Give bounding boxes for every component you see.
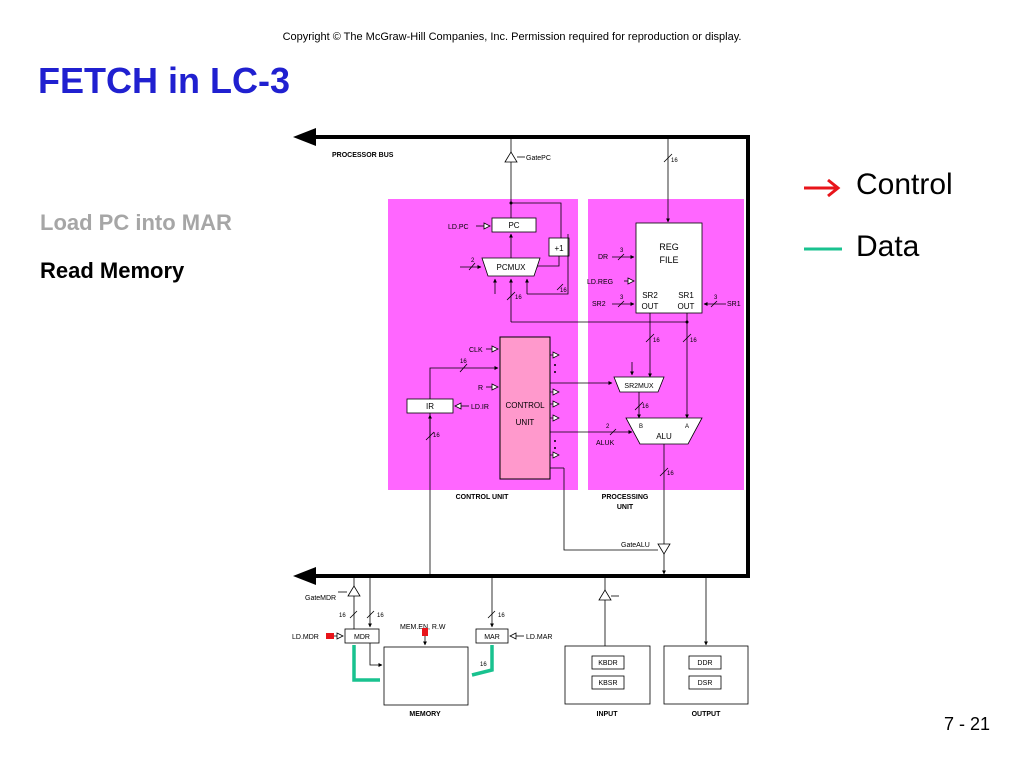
aluk-label: ALUK <box>596 440 615 447</box>
ir-label: IR <box>426 402 434 411</box>
memory-label: MEMORY <box>409 711 441 718</box>
instruction-register: IR LD.IR 16 <box>406 398 489 574</box>
gate-pc: GatePC <box>504 139 551 218</box>
ir-in-width: 16 <box>433 433 440 439</box>
ld-pc-label: LD.PC <box>448 224 469 231</box>
mdr-register: GateMDR 16 16 MDR LD.MDR <box>292 578 384 667</box>
mar-to-mem-width: 16 <box>480 662 487 668</box>
sr2mux-out-width: 16 <box>642 404 649 410</box>
regfile-label-1: REG <box>659 242 679 252</box>
pc-loop-width: 16 <box>560 288 567 294</box>
gate-mdr-label: GateMDR <box>305 595 336 602</box>
legend-control: Control <box>800 168 980 208</box>
processor-bus: PROCESSOR BUS <box>293 128 750 585</box>
legend-data: Data <box>800 230 980 270</box>
ld-mdr-label: LD.MDR <box>292 634 319 641</box>
pcmux: PCMUX 2 16 16 <box>460 233 569 322</box>
slide-title: FETCH in LC-3 <box>38 60 290 101</box>
clk-label: CLK <box>469 347 483 354</box>
mar-label: MAR <box>484 634 500 641</box>
gate-alu: GateALU <box>563 468 671 575</box>
register-file: REG FILE SR2 OUT SR1 OUT 3 DR LD.REG 3 S… <box>587 222 741 314</box>
mdr-in-width: 16 <box>377 613 384 619</box>
sr2mux-label: SR2MUX <box>624 383 654 390</box>
sr1-out-width: 16 <box>690 338 697 344</box>
input-label: INPUT <box>597 711 619 718</box>
legend-control-label: Control <box>856 168 953 201</box>
plus-one-label: +1 <box>554 244 564 253</box>
alu-label: ALU <box>656 432 672 441</box>
mar-register: 16 MAR LD.MAR <box>475 578 552 644</box>
bus-regfile-width: 16 <box>671 158 678 164</box>
mdr-label: MDR <box>354 634 370 641</box>
pcmux-in-width: 16 <box>515 295 522 301</box>
pc-register: PC LD.PC <box>448 217 537 233</box>
pc-incrementer: +1 <box>509 201 570 268</box>
gate-pc-label: GatePC <box>526 155 551 162</box>
processing-unit-label-2: UNIT <box>617 504 634 511</box>
regfile-output-wires: 16 16 <box>645 313 697 419</box>
output-device: DDR DSR OUTPUT <box>663 578 749 718</box>
sr1-label: SR1 <box>727 301 741 308</box>
sr2-out-width: 16 <box>653 338 660 344</box>
sr2-label: SR2 <box>592 301 606 308</box>
sr1-width: 3 <box>714 295 718 301</box>
control-unit-block: CONTROL UNIT CLK 16 R <box>429 336 613 480</box>
sr1-out-label-1: SR1 <box>678 291 694 300</box>
green-line-icon <box>804 247 842 251</box>
legend-data-label: Data <box>856 230 920 263</box>
sr1-out-label-2: OUT <box>678 302 695 311</box>
ld-ir-label: LD.IR <box>471 404 489 411</box>
memory-block: MEMORY MEM.EN, R.W 16 <box>383 624 487 718</box>
control-unit-label: CONTROL UNIT <box>456 494 509 501</box>
step-load-pc-into-mar: Load PC into MAR <box>40 210 232 235</box>
pc-label: PC <box>508 221 519 230</box>
ld-mar-label: LD.MAR <box>526 634 552 641</box>
memory-to-mdr-data-highlight <box>352 645 380 682</box>
mar-to-memory-data-highlight <box>471 645 494 677</box>
processor-bus-label: PROCESSOR BUS <box>332 152 394 159</box>
mem-en-rw-label: MEM.EN, R.W <box>400 624 446 631</box>
output-label: OUTPUT <box>692 711 722 718</box>
control-unit-box-label-2: UNIT <box>516 418 535 427</box>
alu-in-b-label: B <box>639 424 643 430</box>
mem-en-rw-control-highlight <box>422 628 428 636</box>
aluk-width: 2 <box>606 424 610 430</box>
kbdr-label: KBDR <box>598 660 617 667</box>
r-label: R <box>478 385 483 392</box>
regfile-label-2: FILE <box>659 255 678 265</box>
pcmux-select-width: 2 <box>471 258 475 264</box>
kbsr-label: KBSR <box>598 680 617 687</box>
gate-alu-label: GateALU <box>621 542 650 549</box>
mdr-out-width: 16 <box>339 613 346 619</box>
step-read-memory: Read Memory <box>40 258 185 283</box>
alu-out-width: 16 <box>667 471 674 477</box>
dr-label: DR <box>598 254 608 261</box>
dr-width: 3 <box>620 248 624 254</box>
dsr-label: DSR <box>698 680 713 687</box>
mar-in-width: 16 <box>498 613 505 619</box>
red-arrow-icon <box>804 178 841 198</box>
ld-reg-label: LD.REG <box>587 279 613 286</box>
ddr-label: DDR <box>697 660 712 667</box>
ir-to-control-width: 16 <box>460 359 467 365</box>
sr2-width: 3 <box>620 295 624 301</box>
slide-number: 7 - 21 <box>943 714 990 734</box>
control-unit-box-label-1: CONTROL <box>505 401 545 410</box>
bus-to-regfile: 16 <box>663 139 678 223</box>
ld-mdr-control-highlight <box>326 633 334 639</box>
input-device: KBDR KBSR INPUT <box>564 578 651 718</box>
alu-in-a-label: A <box>685 424 689 430</box>
sr2mux: SR2MUX 16 <box>613 362 665 419</box>
alu: B A ALU 2 ALUK 16 <box>596 417 703 544</box>
copyright-notice: Copyright © The McGraw-Hill Companies, I… <box>282 31 742 43</box>
pcmux-label: PCMUX <box>497 263 527 272</box>
sr2-out-label-1: SR2 <box>642 291 658 300</box>
processing-unit-label-1: PROCESSING <box>602 494 649 501</box>
sr2-out-label-2: OUT <box>642 302 659 311</box>
